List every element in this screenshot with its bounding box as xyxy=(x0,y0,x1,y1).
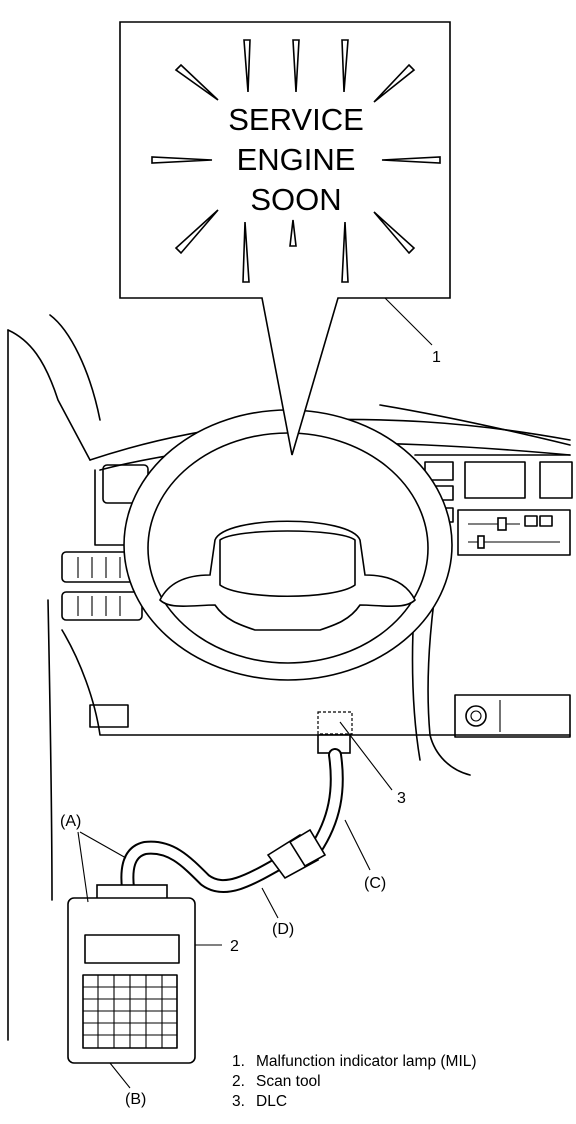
leader-c xyxy=(344,819,371,871)
mil-callout-bubble xyxy=(119,21,451,456)
legend: 1. Malfunction indicator lamp (MIL) 2. S… xyxy=(232,1052,477,1112)
callout-3: 3 xyxy=(397,790,406,807)
legend-item: 3. DLC xyxy=(232,1093,288,1110)
steering-wheel xyxy=(123,409,453,681)
center-console xyxy=(411,454,573,776)
leader-b xyxy=(109,1062,131,1089)
mil-line-engine: ENGINE xyxy=(237,142,356,177)
scan-tool-cable xyxy=(120,748,344,895)
leader-a-1 xyxy=(77,831,89,903)
legend-item: 2. Scan tool xyxy=(232,1073,321,1090)
callout-2: 2 xyxy=(230,938,239,955)
callout-d: (D) xyxy=(272,921,294,938)
mil-lamp-text: SERVICE ENGINE SOON xyxy=(228,102,364,217)
dlc-connector xyxy=(317,711,393,791)
callout-c: (C) xyxy=(364,875,386,892)
mil-line-soon: SOON xyxy=(250,182,341,217)
callout-a: (A) xyxy=(60,813,81,830)
mil-line-service: SERVICE xyxy=(228,102,364,137)
legend-item: 1. Malfunction indicator lamp (MIL) xyxy=(232,1053,477,1070)
scan-tool-keypad xyxy=(82,974,178,1049)
scan-tool xyxy=(67,884,196,1064)
leader-a-2 xyxy=(79,831,127,859)
callout-b: (B) xyxy=(125,1091,146,1108)
leader-1 xyxy=(384,297,433,346)
leader-d xyxy=(261,887,279,919)
flash-rays-icon xyxy=(151,39,441,283)
callout-1: 1 xyxy=(432,349,441,366)
